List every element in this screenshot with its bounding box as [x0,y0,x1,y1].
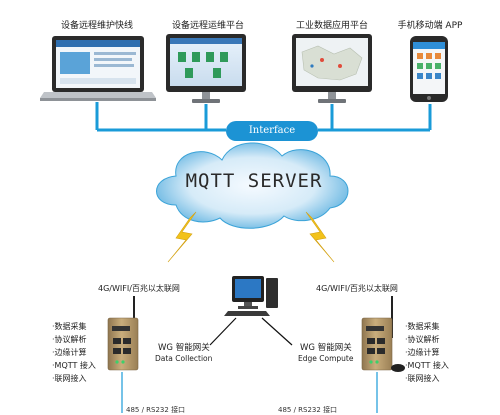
left-gateway-subtitle: Data Collection [155,354,213,363]
feature-item: ·协议解析 [405,335,440,344]
feature-item: ·边缘计算 [52,348,87,357]
right-gateway-title: WG 智能网关 [300,343,352,353]
right-network-label: 4G/WIFI/百兆以太联网 [316,284,398,293]
right-feature-list: ·数据采集 ·协议解析 ·边缘计算 ·MQTT 接入 ·联网接入 [405,320,449,385]
client-label-mobile-app: 手机移动端 APP [397,21,463,31]
lightning-icon [305,211,335,263]
gateway-device-icon [361,296,405,372]
network-link [209,317,293,346]
monitor-icon [292,34,372,103]
feature-item: ·联网接入 [52,374,87,383]
feature-item: ·MQTT 接入 [52,361,96,370]
server-label: MQTT SERVER [185,170,323,192]
right-gateway-subtitle: Edge Compute [298,354,354,363]
right-port-label: 485 / RS232 接口 [278,406,338,414]
monitor-icon [166,34,246,103]
left-gateway-title: WG 智能网关 [158,343,210,353]
phone-icon [410,36,448,102]
client-bus [95,102,432,132]
lightning-icon [167,211,197,263]
interface-label: Interface [248,125,296,136]
feature-item: ·边缘计算 [405,348,440,357]
feature-item: ·数据采集 [405,322,440,331]
gateway-device-icon [107,296,139,371]
cloud-icon [156,142,349,229]
feature-item: ·MQTT 接入 [405,361,449,370]
serial-link [121,372,378,413]
left-port-label: 485 / RS232 接口 [126,406,186,414]
laptop-icon [40,36,156,101]
client-label-remote-maintenance: 设备远程维护快线 [60,21,134,31]
left-network-label: 4G/WIFI/百兆以太联网 [98,284,180,293]
feature-item: ·联网接入 [405,374,440,383]
desktop-computer-icon [224,276,278,316]
client-label-remote-ops: 设备远程运维平台 [171,21,245,31]
feature-item: ·协议解析 [52,335,87,344]
client-label-data-platform: 工业数据应用平台 [295,21,369,31]
feature-item: ·数据采集 [52,322,87,331]
left-feature-list: ·数据采集 ·协议解析 ·边缘计算 ·MQTT 接入 ·联网接入 [52,320,96,385]
interface-pill [226,121,318,141]
